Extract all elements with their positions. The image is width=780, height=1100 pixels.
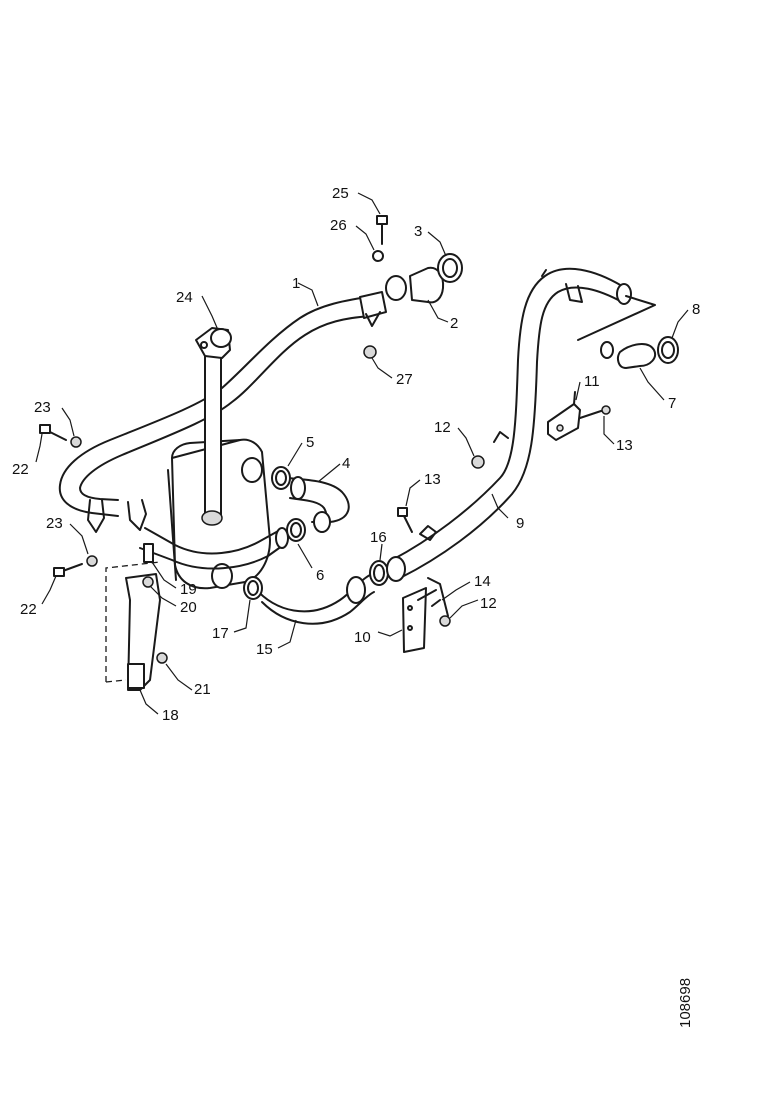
callout-16: 16 xyxy=(370,529,387,546)
leader-lines xyxy=(35,192,689,715)
part-16-clamp xyxy=(369,560,389,586)
callout-8: 8 xyxy=(692,301,700,318)
callout-12a: 12 xyxy=(434,419,451,436)
callout-2: 2 xyxy=(450,315,458,332)
part-9-right-pipe xyxy=(386,267,656,582)
callout-labels: 1 2 3 4 5 6 7 8 9 10 11 12 12 13 13 14 1… xyxy=(12,185,700,724)
callout-10: 10 xyxy=(354,629,371,646)
callout-23b: 23 xyxy=(46,515,63,532)
part-23-washer-upper xyxy=(70,436,82,448)
part-1-upper-pipe xyxy=(58,291,387,533)
part-23-washer-lower xyxy=(86,555,98,567)
part-18-support xyxy=(105,561,168,691)
part-22-bolt-lower xyxy=(53,563,83,577)
callout-9: 9 xyxy=(516,515,524,532)
callout-4: 4 xyxy=(342,455,350,472)
heat-exchanger-block xyxy=(139,351,289,590)
part-22-bolt-upper xyxy=(39,424,67,441)
callout-26: 26 xyxy=(330,217,347,234)
part-5-clamp xyxy=(271,466,291,490)
callout-7: 7 xyxy=(668,395,676,412)
callout-24: 24 xyxy=(176,289,193,306)
part-7-elbow-hose xyxy=(617,343,656,369)
part-19-bolt xyxy=(143,543,154,563)
part-10-bracket xyxy=(402,577,449,653)
part-4-hose xyxy=(287,476,350,533)
part-13-bolt-lower xyxy=(397,507,413,533)
callout-15: 15 xyxy=(256,641,273,658)
part-6-clamp xyxy=(286,518,306,542)
callout-22b: 22 xyxy=(20,601,37,618)
callout-12b: 12 xyxy=(480,595,497,612)
part-12-nut-lower xyxy=(439,615,451,627)
callout-6: 6 xyxy=(316,567,324,584)
part-7-clamp-left xyxy=(600,341,614,359)
part-12-nut-upper xyxy=(471,455,485,469)
part-20-nut xyxy=(142,576,154,588)
callout-18: 18 xyxy=(162,707,179,724)
callout-23a: 23 xyxy=(34,399,51,416)
callout-1: 1 xyxy=(292,275,300,292)
callout-19: 19 xyxy=(180,581,197,598)
callout-11: 11 xyxy=(584,373,600,390)
callout-20: 20 xyxy=(180,599,197,616)
callout-3: 3 xyxy=(414,223,422,240)
part-15-lower-hose xyxy=(254,574,375,625)
callout-14: 14 xyxy=(474,573,491,590)
part-11-bracket xyxy=(547,391,611,441)
callout-22a: 22 xyxy=(12,461,29,478)
upper-clamp-group xyxy=(363,215,463,359)
callout-13a: 13 xyxy=(616,437,633,454)
callout-5: 5 xyxy=(306,434,314,451)
part-14-washer xyxy=(431,599,441,607)
callout-21: 21 xyxy=(194,681,211,698)
part-8-clamp xyxy=(657,336,679,364)
callout-13b: 13 xyxy=(424,471,441,488)
part-24-filler-neck xyxy=(195,327,232,359)
callout-25: 25 xyxy=(332,185,349,202)
callout-17: 17 xyxy=(212,625,229,642)
drawing-reference-number: 108698 xyxy=(677,978,694,1028)
callout-27: 27 xyxy=(396,371,413,388)
part-17-clamp xyxy=(243,576,263,600)
